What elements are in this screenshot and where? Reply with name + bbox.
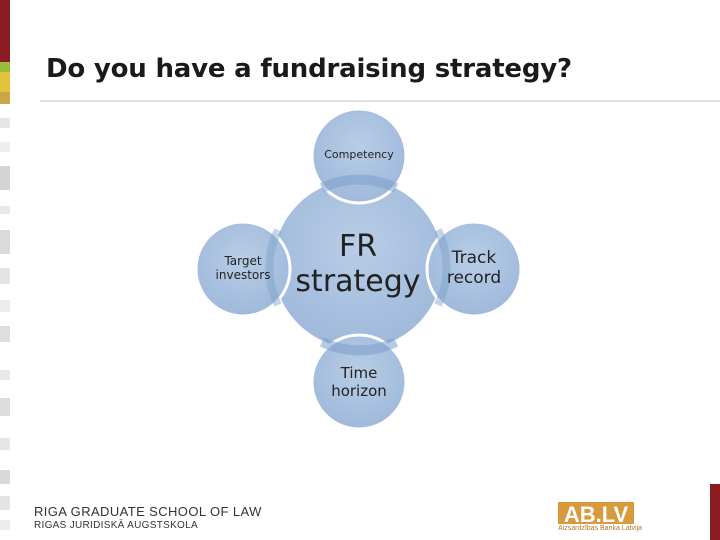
overlap-arc-left — [265, 228, 282, 307]
node-label-center-line2: strategy — [295, 263, 421, 299]
sponsor-logo-subtitle: Aizsardzības Banka Latvija — [558, 525, 643, 532]
node-label-left-line2: investors — [215, 268, 271, 283]
node-label-center: FR strategy — [278, 229, 438, 299]
sponsor-logo: AB.LV Aizsardzības Banka Latvija — [558, 502, 643, 532]
node-label-bottom-line2: horizon — [331, 382, 387, 400]
bar-segment-gray — [0, 118, 10, 128]
node-circle-left — [194, 220, 292, 318]
title-divider — [40, 100, 720, 102]
bar-segment-gray — [0, 142, 10, 152]
overlap-arc-right — [434, 228, 451, 307]
bar-segment-gray — [0, 166, 10, 190]
bar-segment-gray — [0, 268, 10, 284]
node-label-left-line1: Target — [224, 254, 262, 268]
bar-segment-green — [0, 62, 10, 72]
bar-segment-gray — [0, 496, 10, 510]
bar-segment-gray — [0, 398, 10, 416]
bar-segment-gray — [0, 326, 10, 342]
node-label-center-line1: FR — [338, 229, 378, 264]
bar-segment-gray — [0, 300, 10, 312]
node-label-bottom: Time horizon — [309, 364, 409, 400]
corner-accent-bar — [710, 484, 720, 540]
bar-segment-gold — [0, 92, 10, 104]
bar-segment-gray — [0, 230, 10, 254]
node-circle-right — [425, 220, 523, 318]
school-name-latvian: RIGAS JURIDISKĀ AUGSTSKOLA — [34, 520, 198, 531]
school-logo: RIGA GRADUATE SCHOOL OF LAW RIGAS JURIDI… — [34, 504, 262, 531]
bar-segment-gray — [0, 520, 10, 530]
left-accent-bar — [0, 0, 10, 540]
school-name: RIGA GRADUATE SCHOOL OF LAW — [34, 504, 262, 519]
node-label-top-line1: Competency — [324, 148, 394, 161]
overlap-arc-bottom — [319, 337, 399, 356]
node-label-right-line1: Track — [451, 248, 497, 268]
node-label-bottom-line1: Time — [340, 364, 378, 382]
overlap-arc-top — [319, 174, 399, 193]
bar-segment-gray — [0, 370, 10, 380]
bar-segment-gray — [0, 206, 10, 214]
node-label-left: Target investors — [196, 254, 290, 283]
bar-segment-gray — [0, 470, 10, 484]
bar-segment-gray — [0, 438, 10, 450]
node-label-top: Competency — [309, 148, 409, 161]
node-circle-bottom — [310, 333, 408, 431]
sponsor-logo-wordmark: AB.LV — [558, 502, 634, 527]
sponsor-logo-text: AB.LV — [563, 502, 629, 527]
node-label-right: Track record — [427, 248, 521, 289]
node-label-right-line2: record — [446, 268, 502, 289]
bar-segment-red — [0, 0, 10, 62]
bar-segment-yellow — [0, 72, 10, 92]
slide-title: Do you have a fundraising strategy? — [46, 54, 572, 84]
